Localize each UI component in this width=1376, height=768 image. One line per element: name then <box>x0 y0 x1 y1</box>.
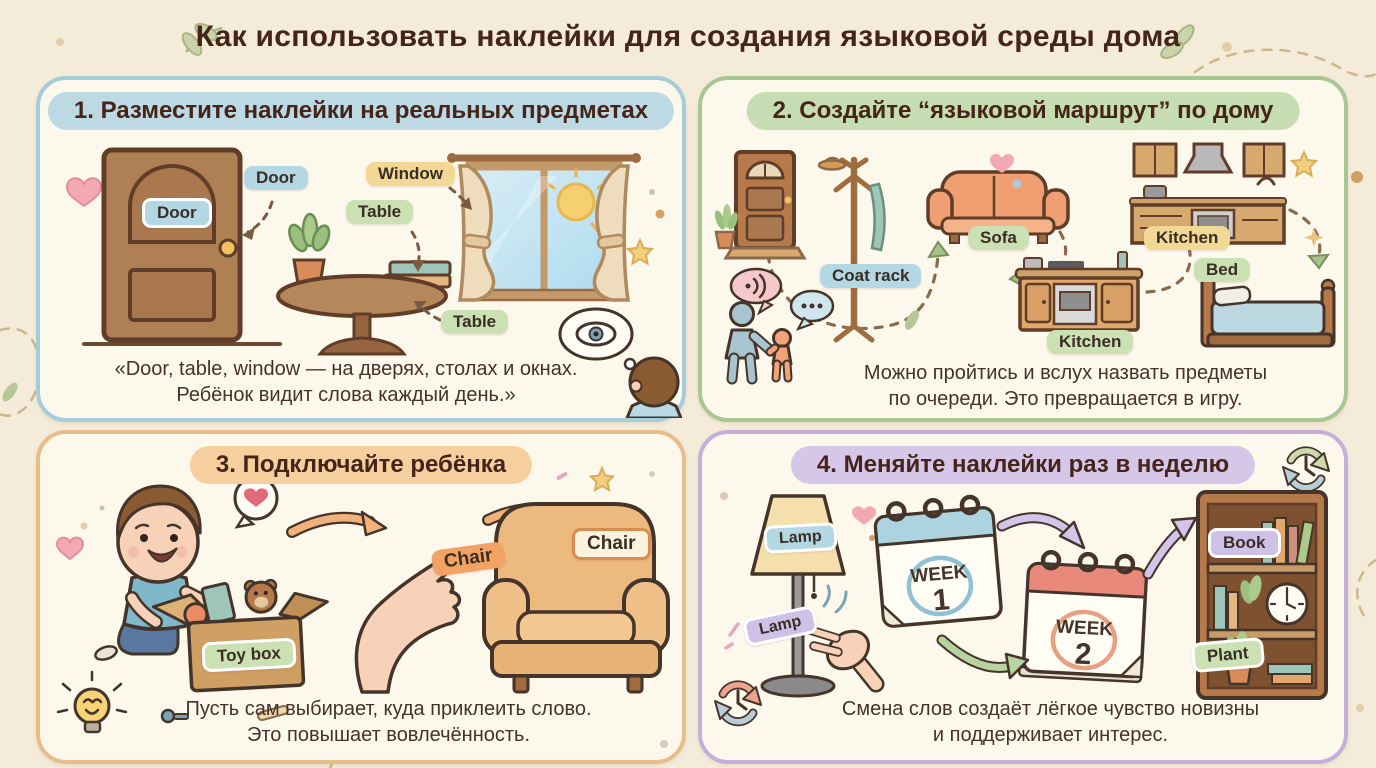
star-icon <box>625 189 665 266</box>
refresh-clock-icon-top <box>1282 446 1330 493</box>
calendar-week1: WEEK 1 <box>873 494 1003 628</box>
table-illustration <box>276 274 448 356</box>
bed-tag: Bed <box>1194 258 1251 282</box>
adult-figure <box>729 301 755 327</box>
panel-2-illustration <box>714 142 1336 385</box>
sofa-illustration <box>926 170 1070 244</box>
door-sticker: Door <box>142 198 212 228</box>
leaf-decoration-left <box>181 22 223 56</box>
lightbulb-icon <box>56 670 128 734</box>
table-tag-top: Table <box>346 200 414 224</box>
panel-4-caption-line2: и поддерживает интерес. <box>932 724 1169 746</box>
sofa-tag: Sofa <box>968 226 1029 250</box>
book-tag: Book <box>1208 528 1281 558</box>
table-tag-bottom: Table <box>441 310 509 334</box>
panel-2-caption-line2: по очереди. Это превращается в игру. <box>888 388 1243 410</box>
panel-4-caption-line1: Смена слов создаёт лёгкое чувство новизн… <box>841 698 1260 720</box>
hand-with-sticker <box>354 552 462 694</box>
front-door-illustration <box>714 150 807 260</box>
lamp-sticker-on-shade: Lamp <box>763 522 838 554</box>
coat-rack-illustration <box>817 156 886 343</box>
heart-icon <box>720 492 876 541</box>
calendar2-number: 2 <box>1074 638 1092 672</box>
star-icon <box>588 465 616 492</box>
panel-3-caption-line2: Это повышает вовлечённость. <box>247 724 530 746</box>
arrow-week1-to-week2-bottom <box>936 634 1030 680</box>
window-tag-arrow <box>448 186 472 210</box>
panel-step-1: 1. Разместите наклейки на реальных предм… <box>36 76 686 422</box>
kitchen-upper-tag: Kitchen <box>1144 226 1231 250</box>
plant-icon <box>288 212 331 286</box>
panel-3-caption-line1: Пусть сам выбирает, куда приклеить слово… <box>185 698 592 720</box>
panel-3-art: Toy box Chair Chair <box>40 434 682 760</box>
panel-step-2: 2. Создайте “языковой маршрут” по дому <box>698 76 1348 422</box>
door-tag: Door <box>244 166 308 190</box>
arrow-week1-to-week2 <box>996 512 1086 550</box>
sparkle-decorations <box>2 38 1364 712</box>
panel-4-art: WEEK 1 WEEK 2 <box>702 434 1344 760</box>
panel-3-header: 3. Подключайте ребёнка <box>189 446 533 484</box>
sparkle-icon <box>1304 228 1324 247</box>
panel-4-header: 4. Меняйте наклейки раз в неделю <box>790 446 1256 484</box>
toy-box-illustration <box>151 578 329 693</box>
page-title: Как использовать наклейки для создания я… <box>195 20 1181 53</box>
calendar-week2: WEEK 2 <box>1017 549 1148 684</box>
kitchen-lower-illustration <box>1014 251 1144 332</box>
toy-decor-icons <box>160 465 668 748</box>
window-illustration <box>447 153 641 302</box>
coat-rack-tag: Coat rack <box>820 264 922 288</box>
heart-speech-bubble-icon <box>233 475 279 529</box>
panel-2-header: 2. Создайте “языковой маршрут” по дому <box>746 92 1300 130</box>
star-icon <box>1289 149 1319 178</box>
parent-child-figures <box>724 267 835 385</box>
bed-illustration <box>1199 267 1336 348</box>
window-tag: Window <box>366 162 455 186</box>
panel-1-caption: «Door, table, window — на дверях, столах… <box>85 356 607 408</box>
kitchen-lower-tag: Kitchen <box>1047 330 1134 354</box>
table-tag-bottom-arrow <box>414 301 442 322</box>
motion-lines-icon <box>822 584 848 614</box>
panel-1-caption-line2: Ребёнок видит слова каждый день.» <box>176 384 516 406</box>
calendar1-week-label: WEEK <box>910 561 969 587</box>
toy-box-tag: Toy box <box>201 637 297 673</box>
panel-step-3: 3. Подключайте ребёнка <box>36 430 686 764</box>
panel-4-caption: Смена слов создаёт лёгкое чувство новизн… <box>782 696 1319 748</box>
panel-2-caption-line1: Можно пройтись и вслух назвать предметы <box>863 362 1268 384</box>
heart-icon <box>65 177 103 208</box>
panel-1-caption-line1: «Door, table, window — на дверях, столах… <box>114 358 578 380</box>
plant-tag: Plant <box>1190 636 1265 674</box>
chair-sticker-on-chair: Chair <box>572 528 651 560</box>
decor-icons <box>905 149 1324 330</box>
calendar2-week-label: WEEK <box>1055 617 1113 641</box>
panel-1-illustration <box>65 147 682 418</box>
panel-1-header: 1. Разместите наклейки на реальных предм… <box>47 92 675 130</box>
panel-3-caption: Пусть сам выбирает, куда приклеить слово… <box>130 696 647 748</box>
child-figure <box>625 356 682 418</box>
leaf-decoration-right <box>1160 24 1195 59</box>
panel-2-art: Coat rack Sofa Kitchen Kitchen Bed <box>702 80 1344 418</box>
arrow-boy-to-hand <box>286 510 388 538</box>
table-tag-top-arrow <box>410 230 425 272</box>
calendar1-number: 1 <box>931 583 951 617</box>
speech-bubble-sound-icon <box>729 267 783 305</box>
door-tag-arrow <box>242 200 274 240</box>
arrow-week2-to-shelf <box>1142 516 1198 580</box>
panel-step-4: 4. Меняйте наклейки раз в неделю <box>698 430 1348 764</box>
panel-1-art: Door Door Window Table Table <box>40 80 682 418</box>
refresh-clock-icon-bottom <box>714 680 762 727</box>
panel-2-caption: Можно пройтись и вслух назвать предметы … <box>817 360 1314 412</box>
heart-icon <box>55 505 105 561</box>
